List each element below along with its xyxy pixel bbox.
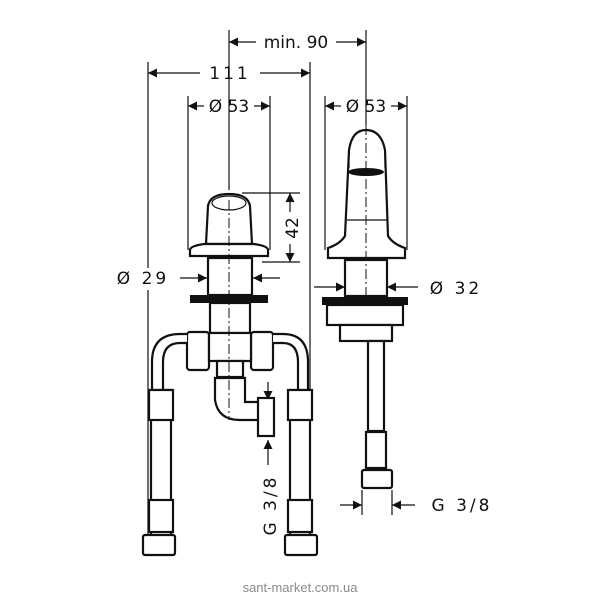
dim-right-g38: G 3/8 (340, 490, 493, 516)
dim-42: 42 (283, 193, 303, 262)
dim-111-label: 111 (209, 64, 250, 84)
left-handle-valve (141, 192, 319, 557)
dim-left-g38: G 3/8 (261, 382, 281, 535)
dim-29-label: Ø 29 (117, 269, 169, 289)
extension-lines (147, 30, 408, 555)
dim-right-53: Ø 53 (325, 97, 407, 117)
dim-32-label: Ø 32 (430, 279, 482, 299)
dim-42-label: 42 (283, 217, 303, 239)
watermark: sant-market.com.ua (243, 580, 359, 595)
dim-left-53: Ø 53 (188, 97, 270, 117)
dim-32: Ø 32 (314, 279, 482, 299)
dim-left-g38-label: G 3/8 (261, 475, 281, 536)
dim-right-53-label: Ø 53 (346, 97, 386, 117)
dim-left-53-label: Ø 53 (209, 97, 249, 117)
dim-min-90: min. 90 (229, 33, 366, 53)
dim-right-g38-label: G 3/8 (432, 496, 493, 516)
right-spout (322, 125, 408, 490)
dim-29: Ø 29 (117, 269, 280, 289)
dim-111: 111 (148, 64, 310, 84)
dim-min-90-label: min. 90 (264, 33, 329, 53)
